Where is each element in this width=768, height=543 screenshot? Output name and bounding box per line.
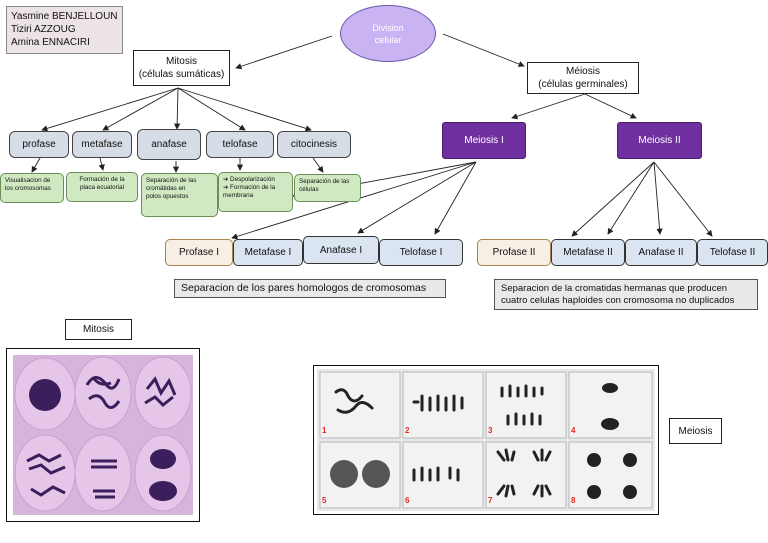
stage-label: Metafase I (244, 247, 292, 258)
meiosis-cells-image (317, 369, 655, 511)
meiosis-i-label: Meiosis I (464, 135, 504, 146)
desc-metafase: Formación de la placa ecuatorial (66, 172, 138, 202)
author-name: Yasmine BENJELLOUN (11, 11, 118, 22)
stage-anafase-i: Anafase I (303, 236, 379, 264)
stage-label: Telofase I (399, 247, 443, 258)
stage-anafase-ii: Anafase II (625, 239, 697, 266)
label-text: Meiosis (678, 425, 713, 437)
stage-label: Metafase II (563, 247, 613, 258)
phase-label: metafase (81, 139, 123, 150)
mitosis-node: Mitosis (células sumáticas) (133, 50, 230, 86)
root-label-line1: Division (372, 22, 404, 33)
mitosis-image-label: Mitosis (65, 319, 132, 340)
mitosis-title: Mitosis (165, 56, 198, 67)
mitosis-cells-image (13, 355, 193, 515)
phase-telofase: telofase (206, 131, 274, 158)
desc-telofase: ➔ Despolarización ➔ Formación de la memb… (218, 172, 293, 212)
stage-label: Anafase I (319, 244, 363, 256)
desc-line: Separación de las (146, 177, 197, 184)
note-text: cuatro celulas haploides con cromosoma n… (501, 295, 735, 306)
panel-number: 7 (488, 496, 493, 505)
stage-metafase-ii: Metafase II (551, 239, 625, 266)
desc-line: los cromosomas (5, 185, 51, 192)
meiosis-i-note: Separacion de los pares homologos de cro… (174, 279, 446, 298)
phase-profase: profase (9, 131, 69, 158)
panel-number: 4 (571, 426, 576, 435)
mitosis-micrograph (6, 348, 200, 522)
meiosis-ii-node: Meiosis II (617, 122, 702, 159)
desc-line: polos opuestos (146, 193, 189, 200)
note-text: Separacion de la cromatidas hermanas que… (501, 283, 728, 294)
author-name: Tiziri AZZOUG (11, 24, 76, 35)
panel-number: 5 (322, 496, 327, 505)
desc-line: células (299, 186, 319, 193)
phase-metafase: metafase (72, 131, 132, 158)
meiosis-image-label: Meiosis (669, 418, 722, 444)
stage-metafase-i: Metafase I (233, 239, 303, 266)
stage-label: Anafase II (638, 247, 684, 258)
meiosis-i-node: Meiosis I (442, 122, 526, 159)
phase-label: telofase (222, 139, 258, 150)
author-name: Amina ENNACIRI (11, 37, 90, 48)
desc-line: membrana (223, 192, 254, 199)
desc-line: cromátidas en (146, 185, 186, 192)
desc-line: ➔ Despolarización (223, 176, 275, 183)
authors-box: Yasmine BENJELLOUN Tiziri AZZOUG Amina E… (6, 6, 123, 54)
meiosis-micrograph: 1 2 3 4 5 6 7 8 (313, 365, 659, 515)
division-celular-node: Division celular (340, 5, 436, 62)
label-text: Mitosis (82, 324, 115, 335)
stage-telofase-ii: Telofase II (697, 239, 768, 266)
panel-number: 2 (405, 426, 410, 435)
phase-citocinesis: citocinesis (277, 131, 351, 158)
phase-label: anafase (151, 139, 187, 150)
panel-number: 8 (571, 496, 576, 505)
desc-line: ➔ Formación de la (223, 184, 276, 191)
note-text: Separacion de los pares homologos de cro… (181, 282, 427, 294)
meiosis-subtitle: (células germinales) (538, 79, 628, 90)
desc-line: Separación de las (299, 178, 350, 185)
phase-label: citocinesis (290, 139, 338, 150)
mitosis-subtitle: (células sumáticas) (138, 69, 225, 80)
panel-number: 1 (322, 426, 327, 435)
stage-label: Telofase II (709, 247, 756, 258)
phase-label: profase (22, 139, 56, 150)
desc-anafase: Separación de las cromátidas en polos op… (141, 173, 218, 217)
desc-profase: Visualisacion de los cromosomas (0, 173, 64, 203)
meiosis-ii-label: Meiosis II (638, 135, 681, 146)
stage-profase-i: Profase I (165, 239, 233, 266)
desc-line: placa ecuatorial (79, 184, 125, 191)
stage-label: Profase I (178, 247, 220, 258)
root-label-line2: celular (374, 34, 402, 45)
stage-telofase-i: Telofase I (379, 239, 463, 266)
stage-label: Profase II (492, 247, 536, 258)
meiosis-node: Méiosis (células germinales) (527, 62, 639, 94)
meiosis-title: Méiosis (566, 66, 600, 77)
panel-number: 3 (488, 426, 493, 435)
desc-line: Visualisacion de (5, 177, 51, 184)
desc-citocinesis: Separación de las células (294, 174, 361, 202)
desc-line: Formación de la (79, 176, 125, 183)
phase-anafase: anafase (137, 129, 201, 160)
meiosis-ii-note: Separacion de la cromatidas hermanas que… (494, 279, 758, 310)
stage-profase-ii: Profase II (477, 239, 551, 266)
panel-number: 6 (405, 496, 410, 505)
